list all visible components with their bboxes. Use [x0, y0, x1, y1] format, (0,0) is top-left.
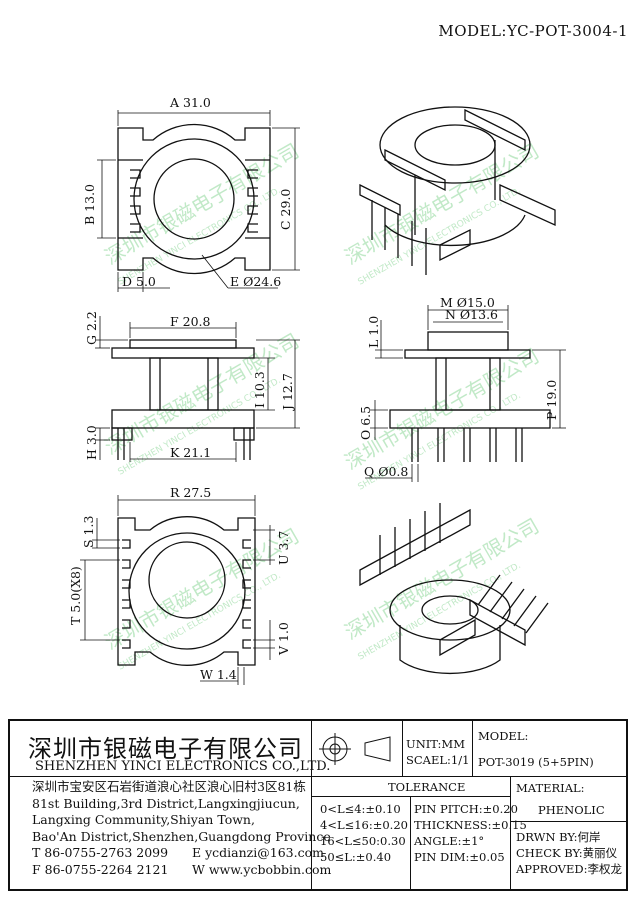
drawn-by: DRWN BY:何岸 — [516, 830, 601, 844]
dim-L: L 1.0 — [366, 316, 381, 348]
material-value: PHENOLIC — [538, 803, 605, 817]
pin-tolerance-row: PIN DIM:±0.05 — [414, 850, 505, 864]
address-block: 深圳市宝安区石岩街道浪心社区浪心旧村3区81栋 81st Building,3r… — [32, 779, 331, 878]
tolerance-title: TOLERANCE — [388, 780, 466, 794]
front-view-dims — [95, 316, 300, 462]
address-line-1: 深圳市宝安区石岩街道浪心社区浪心旧村3区81栋 — [32, 779, 306, 794]
bottom-view-dims — [80, 495, 275, 685]
dim-P: P 19.0 — [544, 380, 559, 420]
side-view — [389, 331, 551, 462]
pin-tolerance-row: THICKNESS:±0.15 — [414, 818, 527, 832]
model-label: MODEL: — [478, 729, 529, 743]
bottom-view — [117, 516, 256, 666]
address-line-3: Langxing Community,Shiyan Town, — [32, 812, 255, 827]
tolerance-row: 4<L≤16:±0.20 — [320, 818, 408, 832]
dim-O: O 6.5 — [358, 406, 373, 440]
check-by: CHECK BY:黄丽仪 — [516, 846, 618, 860]
contact-row-2: F 86-0755-2264 2121 W www.ycbobbin.com — [32, 862, 331, 879]
tolerance-row: 16<L≤50:0.30 — [320, 834, 406, 848]
address-line-4: Bao'An District,Shenzhen,Guangdong Provi… — [32, 828, 331, 844]
dimension-labels: A 31.0 B 13.0 C 29.0 D 5.0 E Ø24.6 F 20.… — [68, 95, 559, 682]
iso-view-bottom — [359, 503, 549, 675]
dim-V: V 1.0 — [276, 622, 291, 656]
dim-D: D 5.0 — [122, 274, 156, 289]
dim-H: H 3.0 — [84, 425, 99, 460]
dim-F: F 20.8 — [170, 314, 211, 329]
iso-view-top — [359, 106, 556, 275]
tolerance-row: 50≤L:±0.40 — [320, 850, 392, 864]
tolerance-row: 0<L≤4:±0.10 — [320, 802, 401, 816]
projection-symbol-icon — [319, 733, 391, 765]
watermark-cn-1: 深圳市银磁电子有限公司 — [101, 139, 304, 270]
pin-tolerance-list: PIN PITCH:±0.20 THICKNESS:±0.15 ANGLE:±1… — [414, 801, 527, 865]
fax-text: F 86-0755-2264 2121 — [32, 861, 169, 877]
dim-G: G 2.2 — [84, 311, 99, 345]
dim-J: J 12.7 — [280, 373, 295, 412]
watermark-cn-5: 深圳市银磁电子有限公司 — [101, 524, 304, 655]
dim-I: I 10.3 — [252, 371, 267, 408]
signature-block: DRWN BY:何岸 CHECK BY:黄丽仪 APPROVED:李权龙 — [516, 829, 622, 877]
contact-row-1: T 86-0755-2763 2099 E ycdianzi@163.com — [32, 845, 331, 862]
dim-K: K 21.1 — [170, 445, 211, 460]
tolerance-list: 0<L≤4:±0.10 4<L≤16:±0.20 16<L≤50:0.30 50… — [320, 801, 408, 865]
dim-E: E Ø24.6 — [230, 274, 281, 289]
pin-tolerance-row: ANGLE:±1° — [414, 834, 485, 848]
top-view-dims — [97, 110, 300, 292]
dim-N: N Ø13.6 — [445, 307, 498, 322]
address-line-2: 81st Building,3rd District,Langxingjiucu… — [32, 795, 300, 811]
dim-U: U 3.7 — [276, 531, 291, 565]
dim-C: C 29.0 — [278, 189, 293, 230]
model-header: MODEL:YC-POT-3004-1 — [438, 22, 628, 40]
dim-R: R 27.5 — [170, 485, 211, 500]
title-block: 深圳市银磁电子有限公司 SHENZHEN YINCI ELECTRONICS C… — [8, 719, 628, 891]
watermark-cn-2: 深圳市银磁电子有限公司 — [341, 139, 544, 270]
dim-W: W 1.4 — [200, 667, 237, 682]
email-text: E ycdianzi@163.com — [192, 845, 324, 860]
dim-Q: Q Ø0.8 — [364, 464, 408, 479]
side-view-dims — [365, 305, 566, 482]
front-view — [111, 339, 255, 460]
top-view — [117, 123, 271, 275]
dim-B: B 13.0 — [82, 184, 97, 225]
pin-tolerance-row: PIN PITCH:±0.20 — [414, 802, 518, 816]
dim-S: S 1.3 — [81, 516, 96, 548]
unit-text: UNIT:MM — [406, 737, 465, 751]
dim-T: T 5.0(X8) — [68, 566, 83, 625]
material-label: MATERIAL: — [516, 781, 585, 795]
model-value: POT-3019 (5+5PIN) — [478, 755, 594, 769]
watermark-group: 深圳市银磁电子有限公司 SHENZHEN YINCI ELECTRONICS C… — [101, 139, 544, 673]
company-name-cn: 深圳市银磁电子有限公司 — [28, 735, 303, 763]
dim-A: A 31.0 — [169, 95, 211, 110]
web-text: W www.ycbobbin.com — [192, 861, 332, 877]
approved-by: APPROVED:李权龙 — [516, 862, 622, 876]
company-name-en: SHENZHEN YINCI ELECTRONICS CO.,LTD. — [35, 759, 331, 774]
scale-text: SCAEL:1/1 — [406, 753, 470, 767]
tel-text: T 86-0755-2763 2099 — [32, 845, 169, 860]
dim-M: M Ø15.0 — [440, 295, 495, 310]
